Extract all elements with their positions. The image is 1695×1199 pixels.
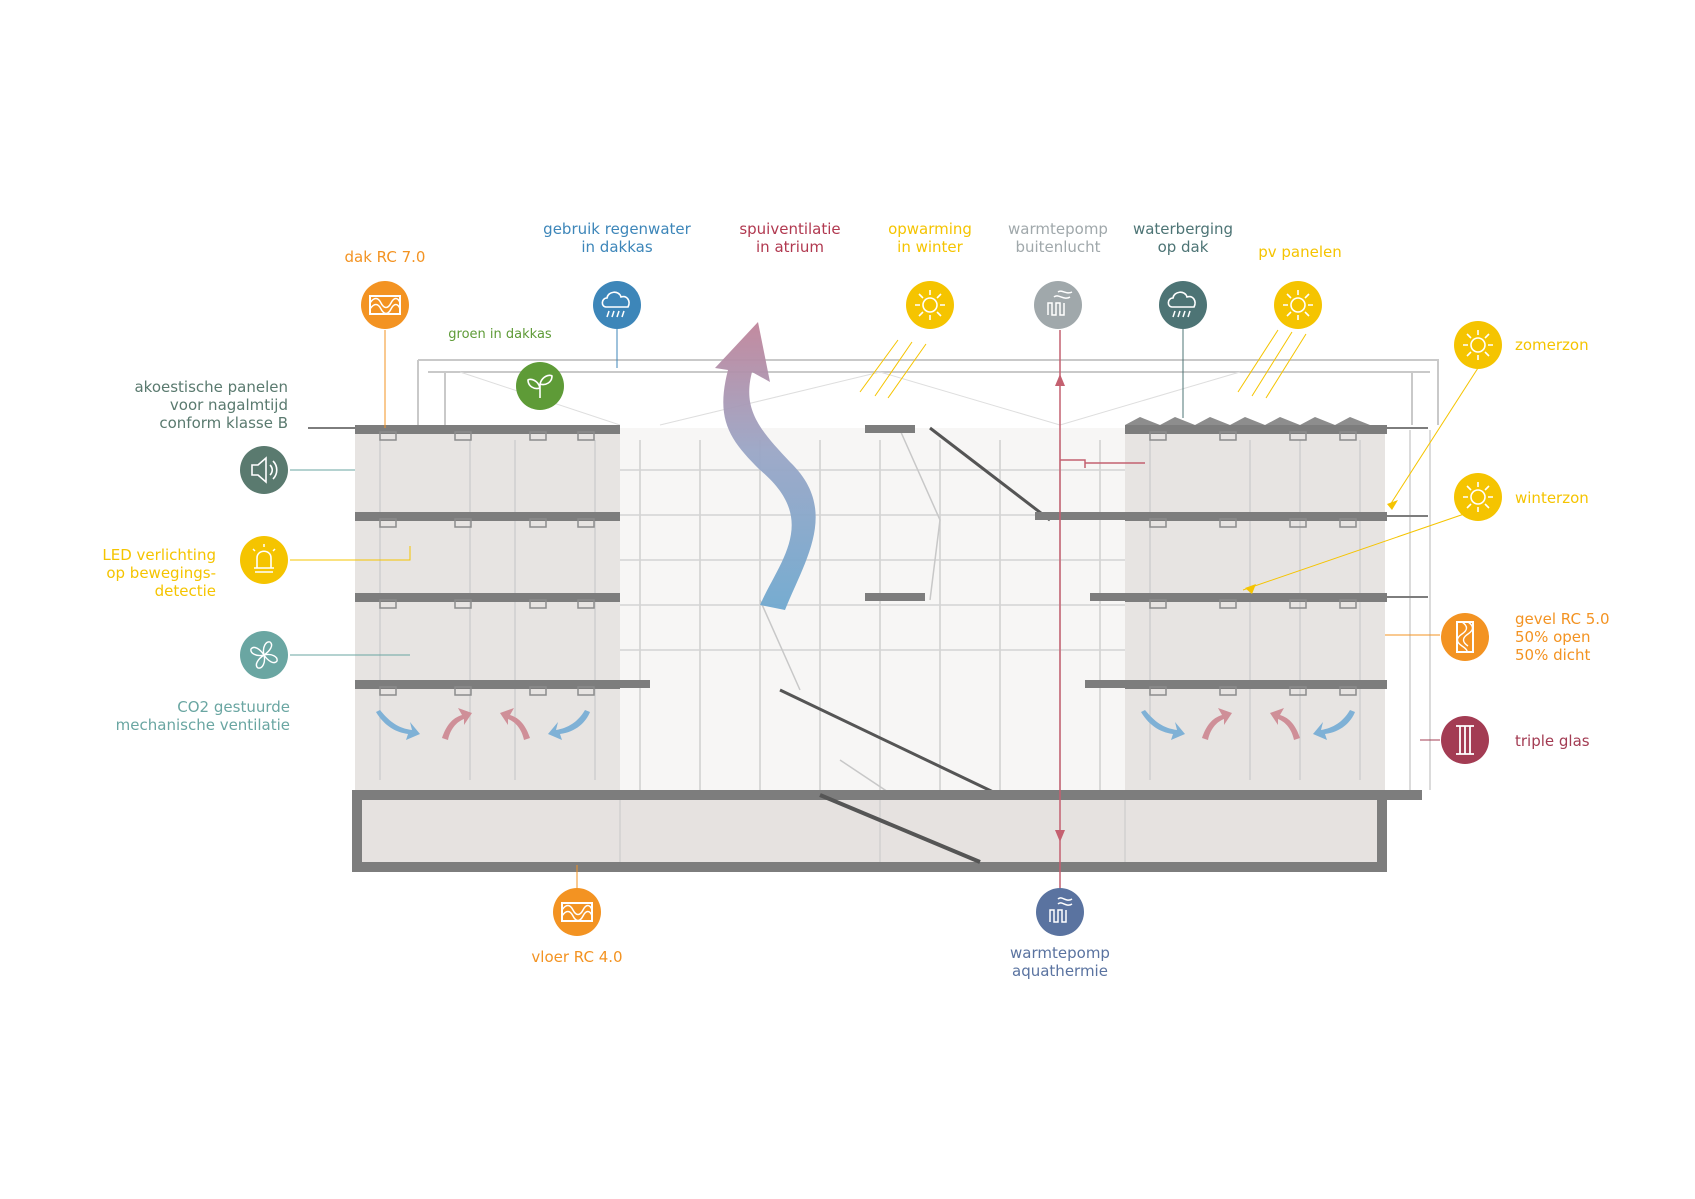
label-pv-text: pv panelen — [1258, 243, 1342, 261]
label-led-line2: op bewegings- — [106, 564, 216, 582]
label-winterzon: winterzon — [1515, 489, 1635, 507]
label-vloer-text: vloer RC 4.0 — [531, 948, 623, 966]
label-gevel-line2: 50% open — [1515, 628, 1591, 646]
light-sensor-icon — [240, 536, 288, 584]
label-co2-line2: mechanische ventilatie — [115, 716, 290, 734]
label-akoestisch-line1: akoestische panelen — [134, 378, 288, 396]
label-opwarming-line1: opwarming — [888, 220, 972, 238]
label-gevel-line3: 50% dicht — [1515, 646, 1591, 664]
insulation-facade-icon — [1441, 613, 1489, 661]
label-spui-line2: in atrium — [756, 238, 824, 256]
label-triple-text: triple glas — [1515, 732, 1590, 750]
triple-glass-icon — [1441, 716, 1489, 764]
rain-cloud-icon — [593, 281, 641, 329]
label-zomerzon-text: zomerzon — [1515, 336, 1589, 354]
building-section — [308, 330, 1439, 905]
label-warmtepomp-lucht-line1: warmtepomp — [1008, 220, 1108, 238]
label-zomerzon: zomerzon — [1515, 336, 1635, 354]
label-gevel-line1: gevel RC 5.0 — [1515, 610, 1610, 628]
leader-lines — [290, 328, 1440, 890]
label-regenwater-line1: gebruik regenwater — [543, 220, 691, 238]
label-winterzon-text: winterzon — [1515, 489, 1589, 507]
label-regenwater: gebruik regenwater in dakkas — [527, 220, 707, 256]
label-dak-text: dak RC 7.0 — [344, 248, 426, 266]
label-led: LED verlichting op bewegings- detectie — [68, 546, 216, 600]
label-aqua-line2: aquathermie — [1012, 962, 1108, 980]
label-waterberging: waterberging op dak — [1118, 220, 1248, 256]
sun-rays — [859, 329, 1479, 591]
label-led-line3: detectie — [154, 582, 216, 600]
label-groen-text: groen in dakkas — [448, 327, 552, 342]
label-vloer: vloer RC 4.0 — [515, 948, 639, 966]
label-waterberging-line2: op dak — [1157, 238, 1209, 256]
sun-low-icon — [1454, 473, 1502, 521]
atrium-airflow-arrow — [715, 322, 816, 610]
label-co2: CO2 gestuurde mechanische ventilatie — [90, 698, 290, 734]
label-pv: pv panelen — [1240, 243, 1360, 261]
air-heat-pump-icon — [1034, 281, 1082, 329]
label-akoestisch: akoestische panelen voor nagalmtijd conf… — [88, 378, 288, 432]
label-spuiventilatie: spuiventilatie in atrium — [720, 220, 860, 256]
label-co2-line1: CO2 gestuurde — [177, 698, 290, 716]
speaker-icon — [240, 446, 288, 494]
water-heat-pump-icon — [1036, 888, 1084, 936]
label-triple: triple glas — [1515, 732, 1655, 750]
insulation-roof-icon — [361, 281, 409, 329]
label-warmtepomp-buitenlucht: warmtepomp buitenlucht — [998, 220, 1118, 256]
label-groen: groen in dakkas — [430, 326, 570, 344]
sun-pv-icon — [1274, 281, 1322, 329]
insulation-floor-icon — [553, 888, 601, 936]
label-akoestisch-line3: conform klasse B — [159, 414, 288, 432]
sun-winter-icon — [906, 281, 954, 329]
leaf-icon — [516, 362, 564, 410]
label-aquathermie: warmtepomp aquathermie — [990, 944, 1130, 980]
label-opwarming: opwarming in winter — [870, 220, 990, 256]
label-opwarming-line2: in winter — [897, 238, 963, 256]
ventilation-arrows — [376, 708, 1355, 740]
label-waterberging-line1: waterberging — [1132, 220, 1234, 238]
label-spui-line1: spuiventilatie — [739, 220, 841, 238]
sun-summer-icon — [1454, 321, 1502, 369]
label-led-line1: LED verlichting — [102, 546, 216, 564]
water-storage-cloud-icon — [1159, 281, 1207, 329]
label-akoestisch-line2: voor nagalmtijd — [169, 396, 288, 414]
label-aqua-line1: warmtepomp — [1010, 944, 1110, 962]
label-warmtepomp-lucht-line2: buitenlucht — [1015, 238, 1101, 256]
label-gevel: gevel RC 5.0 50% open 50% dicht — [1515, 610, 1655, 664]
label-regenwater-line2: in dakkas — [581, 238, 653, 256]
label-dak: dak RC 7.0 — [325, 248, 445, 266]
fan-icon — [240, 631, 288, 679]
